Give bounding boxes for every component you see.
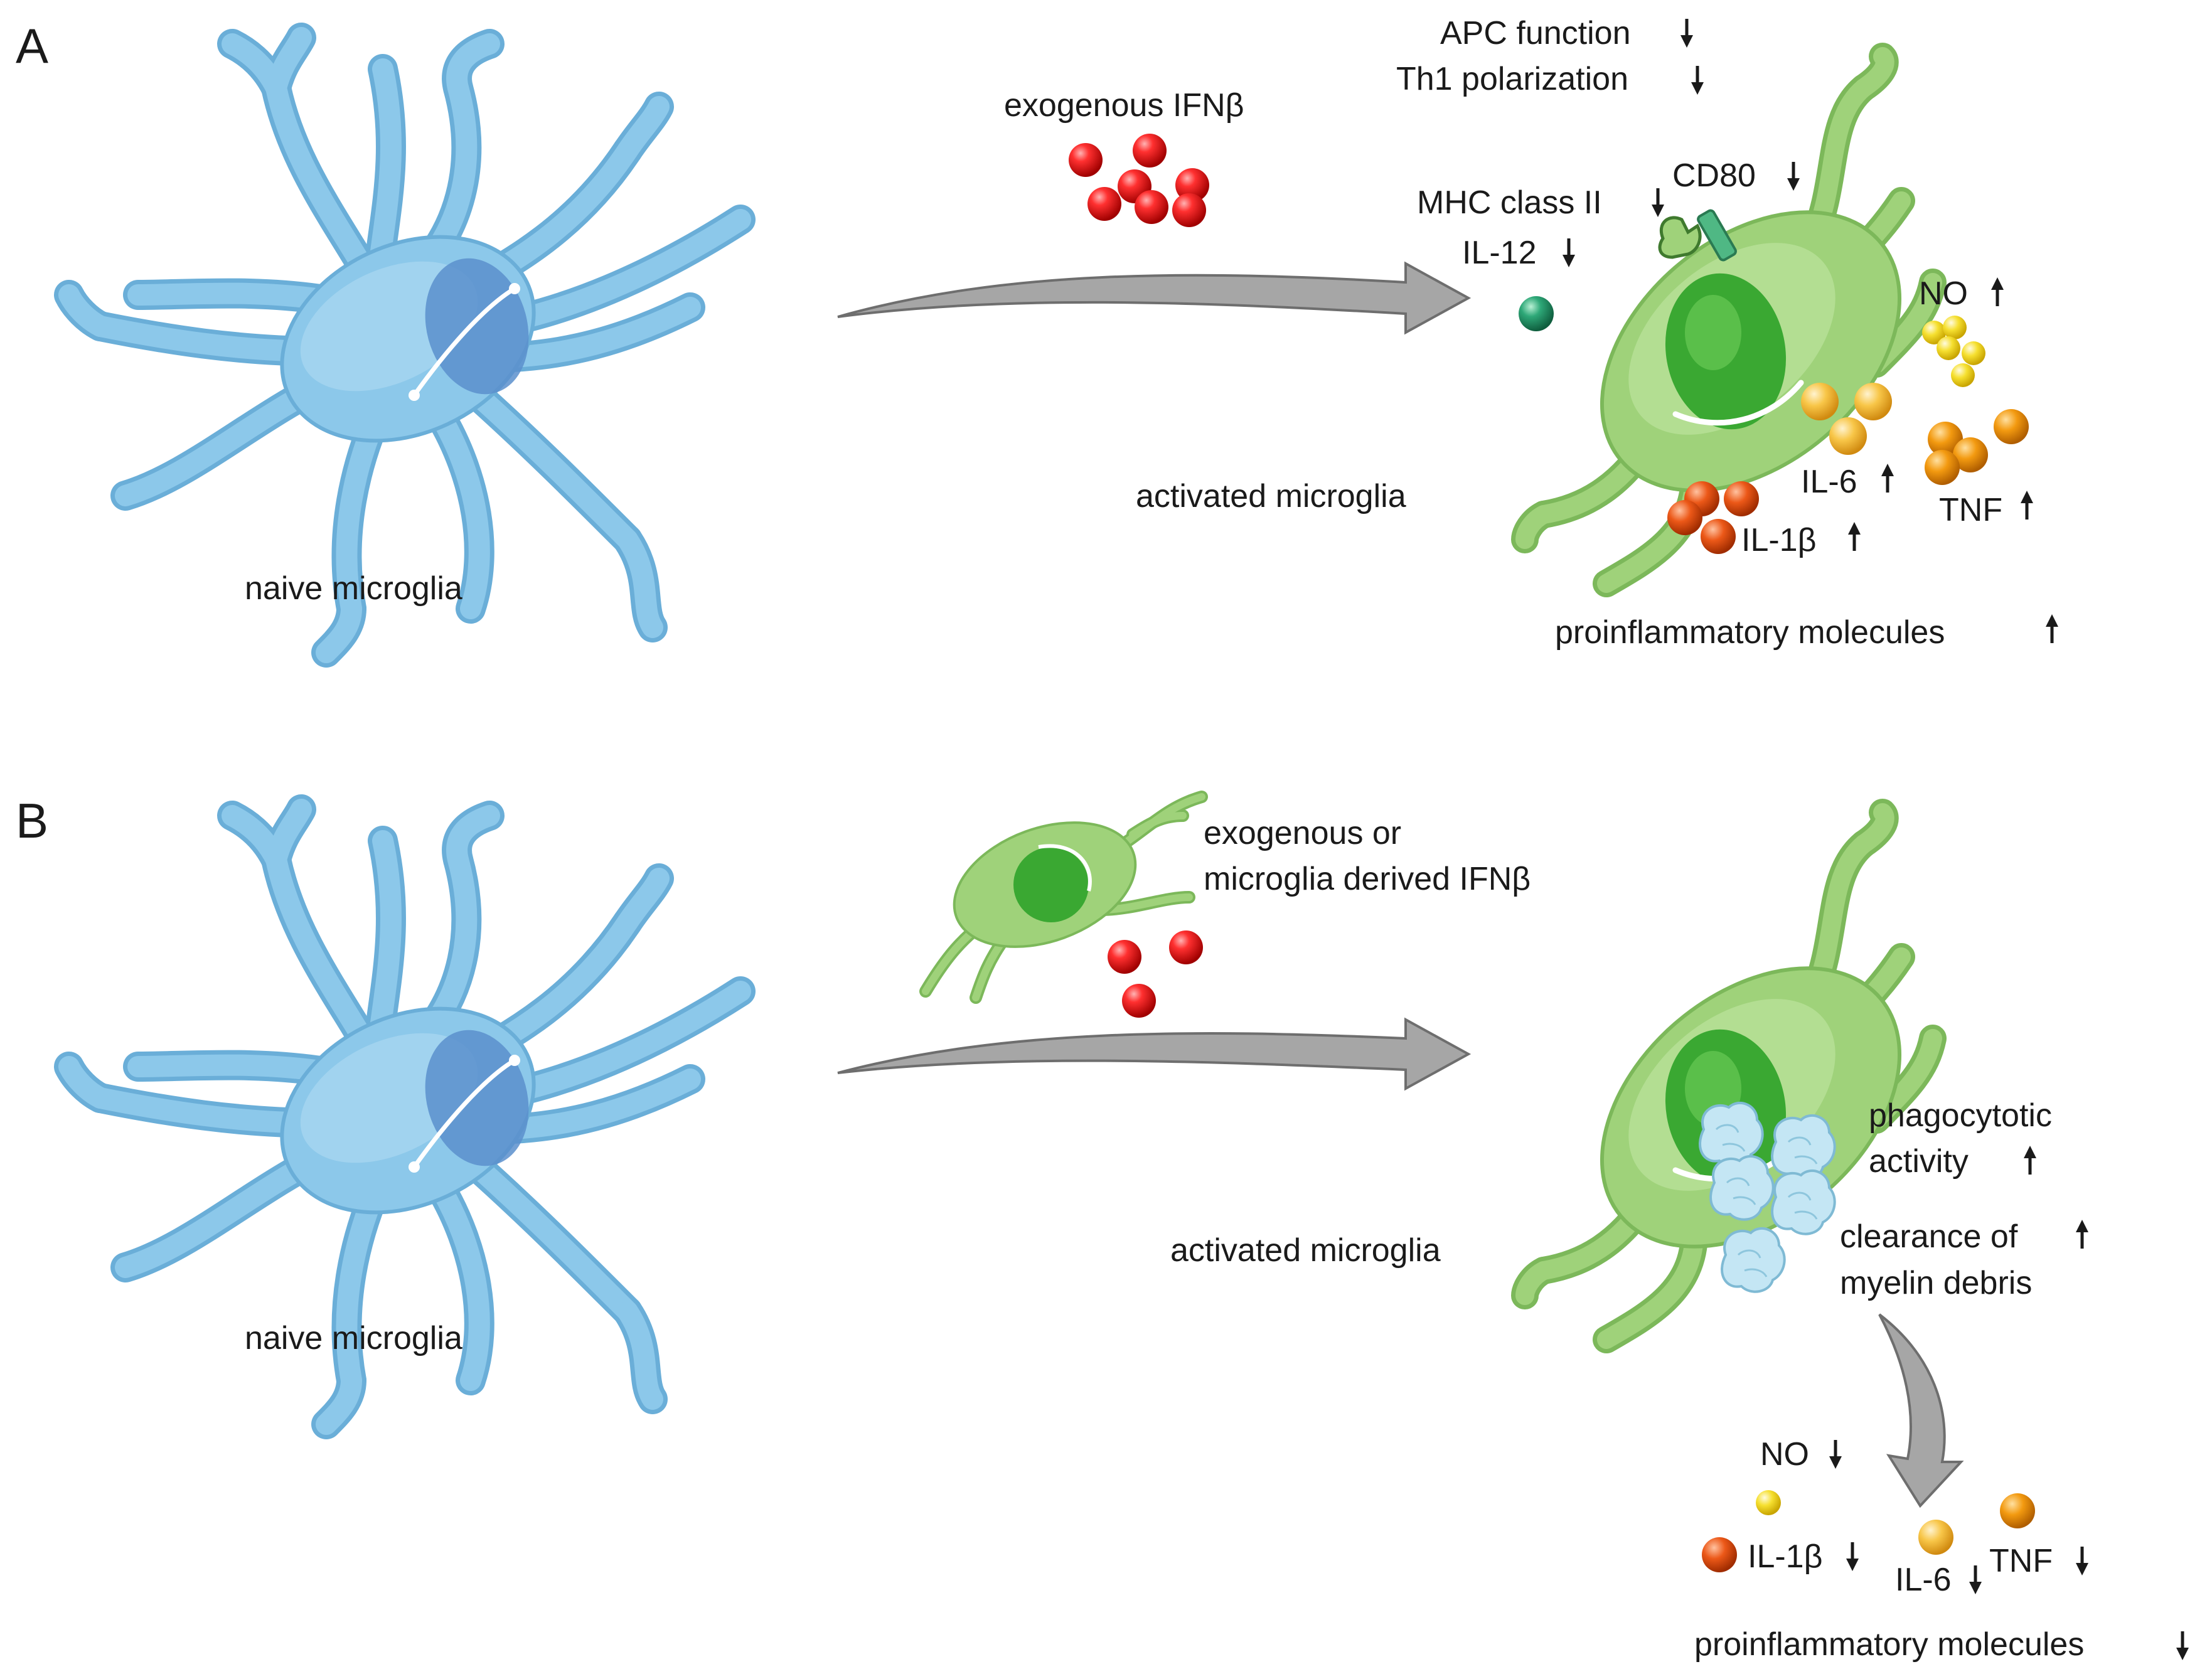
phagocytotic-up-arrow-icon [2024,1146,2036,1175]
panel-b-letter: B [16,793,48,848]
ifnb-cluster-b [1108,930,1203,1018]
activated-microglia-label-b: activated microglia [1170,1232,1441,1269]
proinflammatory-up-arrow-icon-a [2046,614,2058,643]
il6-molecule-b [1918,1520,1953,1555]
no-down-arrow-icon-b [1829,1440,1842,1469]
th1-down-arrow-icon [1691,66,1704,95]
il1b-molecule-b [1702,1537,1737,1572]
phagocytotic-label-line2: activity [1869,1143,1969,1180]
il12-molecule [1519,296,1554,331]
tnf-molecule [1953,437,1988,472]
ifnb-molecule [1108,940,1141,974]
no-molecule-b [1756,1490,1781,1515]
proinflammatory-down-arrow-icon-b [2176,1631,2189,1660]
tnf-molecule [1994,409,2029,444]
myelin-debris [1771,1169,1836,1235]
no-label-b: NO [1760,1436,1809,1473]
ifnb-molecule [1069,143,1103,177]
th1-polarization-label: Th1 polarization [1396,61,1628,97]
cd80-down-arrow-icon [1787,162,1800,191]
il12-label: IL-12 [1462,235,1537,271]
tnf-label-a: TNF [1939,492,2002,528]
naive-microglia-label-a: naive microglia [245,570,462,607]
panel-a-letter: A [16,18,48,73]
naive-microglia-label-b: naive microglia [245,1320,462,1357]
il1b-up-arrow-icon-a [1848,522,1861,551]
ifnb-molecule [1087,187,1121,221]
tnf-molecule [1928,422,1963,457]
no-molecule [1951,363,1975,387]
cd80-label: CD80 [1672,157,1756,194]
mhc-class-ii-receptor-icon [1658,216,1702,259]
ifnb-source-line1: exogenous or [1204,815,1401,851]
il12-down-arrow-icon [1563,238,1575,267]
ifnb-molecule [1175,168,1209,202]
il1b-molecule [1701,519,1736,554]
mhc-down-arrow-icon [1652,188,1664,217]
activation-arrow-a [837,261,1472,335]
il6-label-b: IL-6 [1895,1562,1952,1598]
no-molecule [1962,341,1985,365]
ifnb-producing-microglia-b [926,797,1202,998]
proinflammatory-label-b: proinflammatory molecules [1694,1626,2084,1663]
il1b-cluster-a [1667,481,1759,554]
il6-molecule [1801,383,1839,420]
il6-molecule [1829,417,1867,455]
tnf-down-arrow-icon-b [2076,1547,2088,1575]
tnf-cluster-a [1925,409,2029,485]
il1b-molecule [1667,500,1702,535]
tnf-molecule [1925,450,1960,485]
ifnb-molecule [1135,190,1168,224]
activation-arrow-b [837,1017,1472,1091]
il6-down-arrow-icon-b [1969,1565,1982,1594]
tnf-up-arrow-icon-a [2021,491,2033,520]
clearance-up-arrow-icon [2076,1220,2088,1249]
phagocytotic-label-line1: phagocytotic [1869,1097,2052,1134]
apc-function-label: APC function [1440,15,1631,51]
il1b-down-arrow-icon-b [1846,1542,1859,1571]
downstream-arrow-b [1878,1313,1964,1508]
no-up-arrow-icon-a [1991,277,2004,306]
myelin-debris [1721,1227,1786,1293]
ifnb-molecule [1172,193,1206,227]
clearance-label-line1: clearance of [1840,1218,2018,1255]
exogenous-ifnb-label-a: exogenous IFNβ [1004,87,1244,124]
il6-molecule [1854,383,1892,420]
cd80-receptor-icon [1697,209,1737,262]
ifnb-molecule [1133,134,1167,168]
naive-microglia-cell-a [69,38,740,653]
il1b-molecule [1724,481,1759,516]
il1b-label-b: IL-1β [1748,1538,1823,1575]
ifnb-molecule [1169,930,1203,964]
no-molecule [1937,336,1960,360]
activated-microglia-label-a: activated microglia [1136,478,1406,514]
no-molecule [1943,316,1967,339]
il6-up-arrow-icon-a [1881,464,1894,493]
no-cluster-a [1922,316,1985,387]
ifnb-molecule [1122,984,1156,1018]
mhc-class-ii-label: MHC class II [1417,184,1602,221]
no-molecule [1922,321,1946,344]
apc-down-arrow-icon [1680,19,1693,48]
proinflammatory-label-a: proinflammatory molecules [1555,614,1945,651]
ifnb-source-line2: microglia derived IFNβ [1204,861,1531,897]
il6-label-a: IL-6 [1801,464,1857,500]
tnf-molecule-b [2000,1493,2035,1528]
tnf-label-b: TNF [1989,1543,2053,1579]
clearance-label-line2: myelin debris [1840,1265,2032,1301]
il1b-label-a: IL-1β [1741,522,1817,558]
ifnb-cluster-a [1069,134,1209,227]
no-label-a: NO [1919,275,1968,312]
il6-cluster-a [1801,383,1892,455]
